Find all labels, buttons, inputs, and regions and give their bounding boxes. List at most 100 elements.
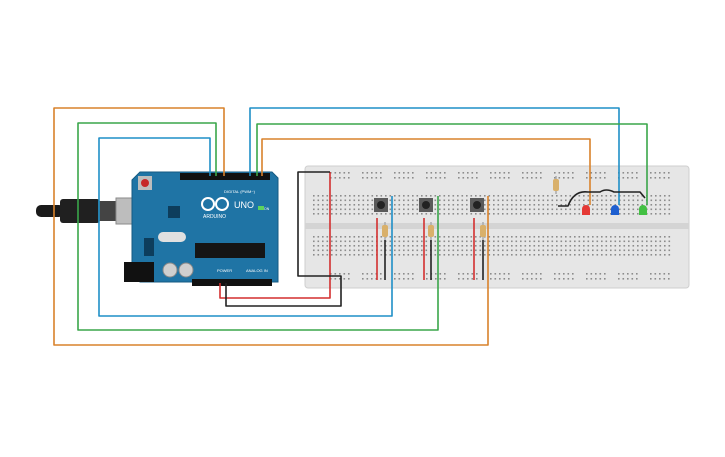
capacitor-left <box>162 262 178 278</box>
breadboard-hole <box>443 249 446 252</box>
breadboard-hole <box>632 195 635 197</box>
breadboard-hole <box>394 172 396 174</box>
breadboard-hole <box>317 199 320 202</box>
breadboard-hole <box>538 213 540 215</box>
breadboard-hole <box>326 240 329 243</box>
breadboard-hole <box>335 249 338 252</box>
wire-black-gnd[interactable] <box>225 171 342 307</box>
breadboard-hole <box>542 204 545 206</box>
breadboard-hole <box>394 254 396 256</box>
push-button-3[interactable] <box>470 198 484 212</box>
on-label: ON <box>264 207 270 211</box>
breadboard-hole <box>385 195 387 197</box>
breadboard-hole <box>497 208 500 211</box>
breadboard-hole <box>503 177 506 179</box>
breadboard-hole <box>599 172 602 174</box>
breadboard-hole <box>398 204 401 206</box>
breadboard-hole <box>655 213 657 215</box>
breadboard-hole <box>461 195 464 197</box>
breadboard-hole <box>596 240 599 243</box>
breadboard-hole <box>313 208 315 211</box>
breadboard-hole <box>344 204 347 206</box>
breadboard-hole <box>547 249 549 252</box>
on-led-indicator <box>258 206 264 210</box>
breadboard-hole <box>497 254 500 256</box>
breadboard-hole <box>502 204 504 206</box>
breadboard-hole <box>434 199 437 202</box>
wire-orange-led[interactable] <box>261 138 591 205</box>
breadboard-hole <box>497 204 500 206</box>
push-button-2[interactable] <box>419 198 433 212</box>
breadboard-hole <box>586 177 588 179</box>
breadboard-hole <box>659 213 662 215</box>
breadboard-hole <box>412 254 414 256</box>
breadboard-hole <box>435 273 437 275</box>
breadboard-hole <box>554 278 556 280</box>
breadboard-hole <box>334 273 337 275</box>
arduino-brand-label: ARDUINO <box>203 214 226 220</box>
wire-red-5v[interactable] <box>219 172 331 299</box>
breadboard-hole <box>551 240 554 243</box>
breadboard-hole <box>631 177 634 179</box>
breadboard-hole <box>522 278 524 280</box>
breadboard-hole <box>466 204 468 206</box>
breadboard-hole <box>614 249 617 252</box>
breadboard-hole <box>490 177 492 179</box>
breadboard-hole <box>462 172 465 174</box>
breadboard-hole <box>358 236 360 238</box>
breadboard-hole <box>398 172 401 174</box>
wire-green-led[interactable] <box>256 123 648 205</box>
breadboard-hole <box>538 249 540 252</box>
breadboard-hole <box>376 195 378 197</box>
breadboard-hole <box>412 273 414 275</box>
breadboard-hole <box>457 249 459 252</box>
breadboard-hole <box>558 278 561 280</box>
breadboard-hole <box>430 172 433 174</box>
breadboard-hole <box>538 199 540 202</box>
breadboard-hole <box>622 278 625 280</box>
breadboard-hole <box>641 204 644 206</box>
breadboard-hole <box>344 199 347 202</box>
breadboard-hole <box>572 177 574 179</box>
breadboard-hole <box>484 245 486 247</box>
breadboard-hole <box>574 236 576 238</box>
breadboard-hole <box>641 245 644 247</box>
breadboard-hole <box>547 204 549 206</box>
breadboard-hole <box>380 213 383 215</box>
breadboard-hole <box>506 199 509 202</box>
wire-green-long[interactable] <box>77 122 439 331</box>
breadboard-hole <box>444 273 446 275</box>
breadboard-hole <box>605 213 608 215</box>
wire-black-led-gnd[interactable] <box>558 189 646 207</box>
breadboard-hole <box>637 245 639 247</box>
wire-orange-long[interactable] <box>53 107 489 346</box>
analog-label: ANALOG IN <box>246 268 268 273</box>
breadboard-hole <box>421 245 423 247</box>
breadboard-hole <box>563 172 565 174</box>
breadboard-hole <box>574 208 576 211</box>
breadboard-hole <box>412 213 414 215</box>
breadboard-hole <box>596 249 599 252</box>
reset-button[interactable] <box>141 179 149 187</box>
breadboard-hole <box>488 204 491 206</box>
breadboard-hole <box>317 240 320 243</box>
breadboard-hole <box>461 208 464 211</box>
breadboard-hole <box>488 208 491 211</box>
breadboard-hole <box>367 254 369 256</box>
breadboard-hole <box>515 204 518 206</box>
breadboard-hole <box>605 245 608 247</box>
push-button-1[interactable] <box>374 198 388 212</box>
wire-blue-long[interactable] <box>98 137 393 317</box>
breadboard-hole <box>461 254 464 256</box>
breadboard-hole <box>331 204 333 206</box>
led-green <box>639 205 647 215</box>
breadboard-hole <box>362 273 364 275</box>
breadboard-hole <box>619 208 621 211</box>
breadboard-hole <box>515 245 518 247</box>
breadboard-hole <box>462 278 465 280</box>
breadboard-hole <box>636 278 638 280</box>
wire-blue-led[interactable] <box>249 107 620 205</box>
breadboard-hole <box>524 195 527 197</box>
breadboard-hole <box>416 208 419 211</box>
breadboard-hole <box>659 236 662 238</box>
